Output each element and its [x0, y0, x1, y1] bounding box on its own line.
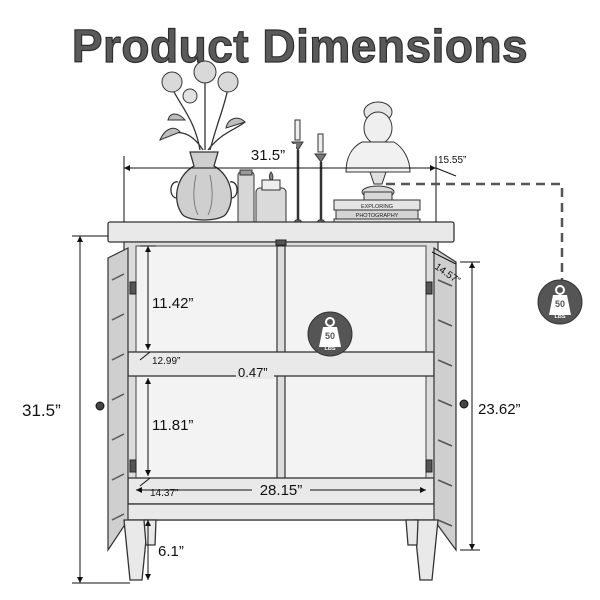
door-knob-icon	[459, 399, 469, 409]
center-divider	[276, 245, 286, 511]
right-door	[433, 246, 457, 552]
door-knob-icon	[95, 401, 105, 411]
dim-door-height: 23.62”	[478, 401, 521, 418]
dimension-lines	[72, 156, 564, 584]
left-door	[107, 247, 129, 552]
top-weight-value: 50	[555, 299, 565, 309]
back-left-leg	[143, 519, 157, 546]
dim-upper-shelf-height: 11.42”	[152, 295, 193, 312]
dim-top-width: 31.5”	[251, 147, 285, 164]
dim-inner-width: 28.15”	[260, 482, 303, 499]
vase-icon	[170, 151, 238, 221]
book-spine-1: EXPLORING	[361, 204, 393, 210]
weight-icon	[319, 327, 341, 347]
dim-total-height: 31.5”	[22, 401, 61, 420]
top-weight-badge: 50 LBS	[537, 279, 583, 325]
cabinet	[95, 221, 469, 581]
top-weight-unit: LBS	[555, 314, 566, 320]
dim-lower-shelf-depth: 14.37”	[150, 488, 178, 499]
book-spine-2: PHOTOGRAPHY	[356, 213, 399, 219]
flowers-icon	[159, 60, 246, 151]
candle-icon	[288, 119, 331, 227]
back-right-leg	[405, 519, 419, 546]
dim-shelf-thickness: 0.47”	[238, 365, 268, 380]
dim-top-depth: 15.55”	[438, 155, 466, 166]
shelf-weight-unit: LBS	[325, 346, 336, 352]
cabinet-base	[117, 503, 445, 521]
bust-statue-icon	[345, 101, 411, 201]
latch	[275, 239, 287, 246]
dim-lower-shelf-height: 11.81”	[152, 417, 193, 434]
shelf-weight-value: 50	[325, 331, 335, 341]
shelf-weight-badge: 50 LBS	[307, 311, 353, 357]
page-title: Product Dimensions	[72, 20, 528, 72]
hinge	[425, 459, 433, 473]
dim-upper-shelf-depth: 12.99”	[152, 356, 180, 367]
hinge	[129, 459, 137, 473]
jar-icon	[237, 169, 287, 229]
front-right-leg	[413, 519, 439, 581]
hinge	[425, 281, 433, 295]
weight-icon	[549, 295, 571, 315]
hinge	[129, 281, 137, 295]
cabinet-top	[107, 221, 455, 243]
dim-leg-height: 6.1”	[158, 543, 184, 560]
